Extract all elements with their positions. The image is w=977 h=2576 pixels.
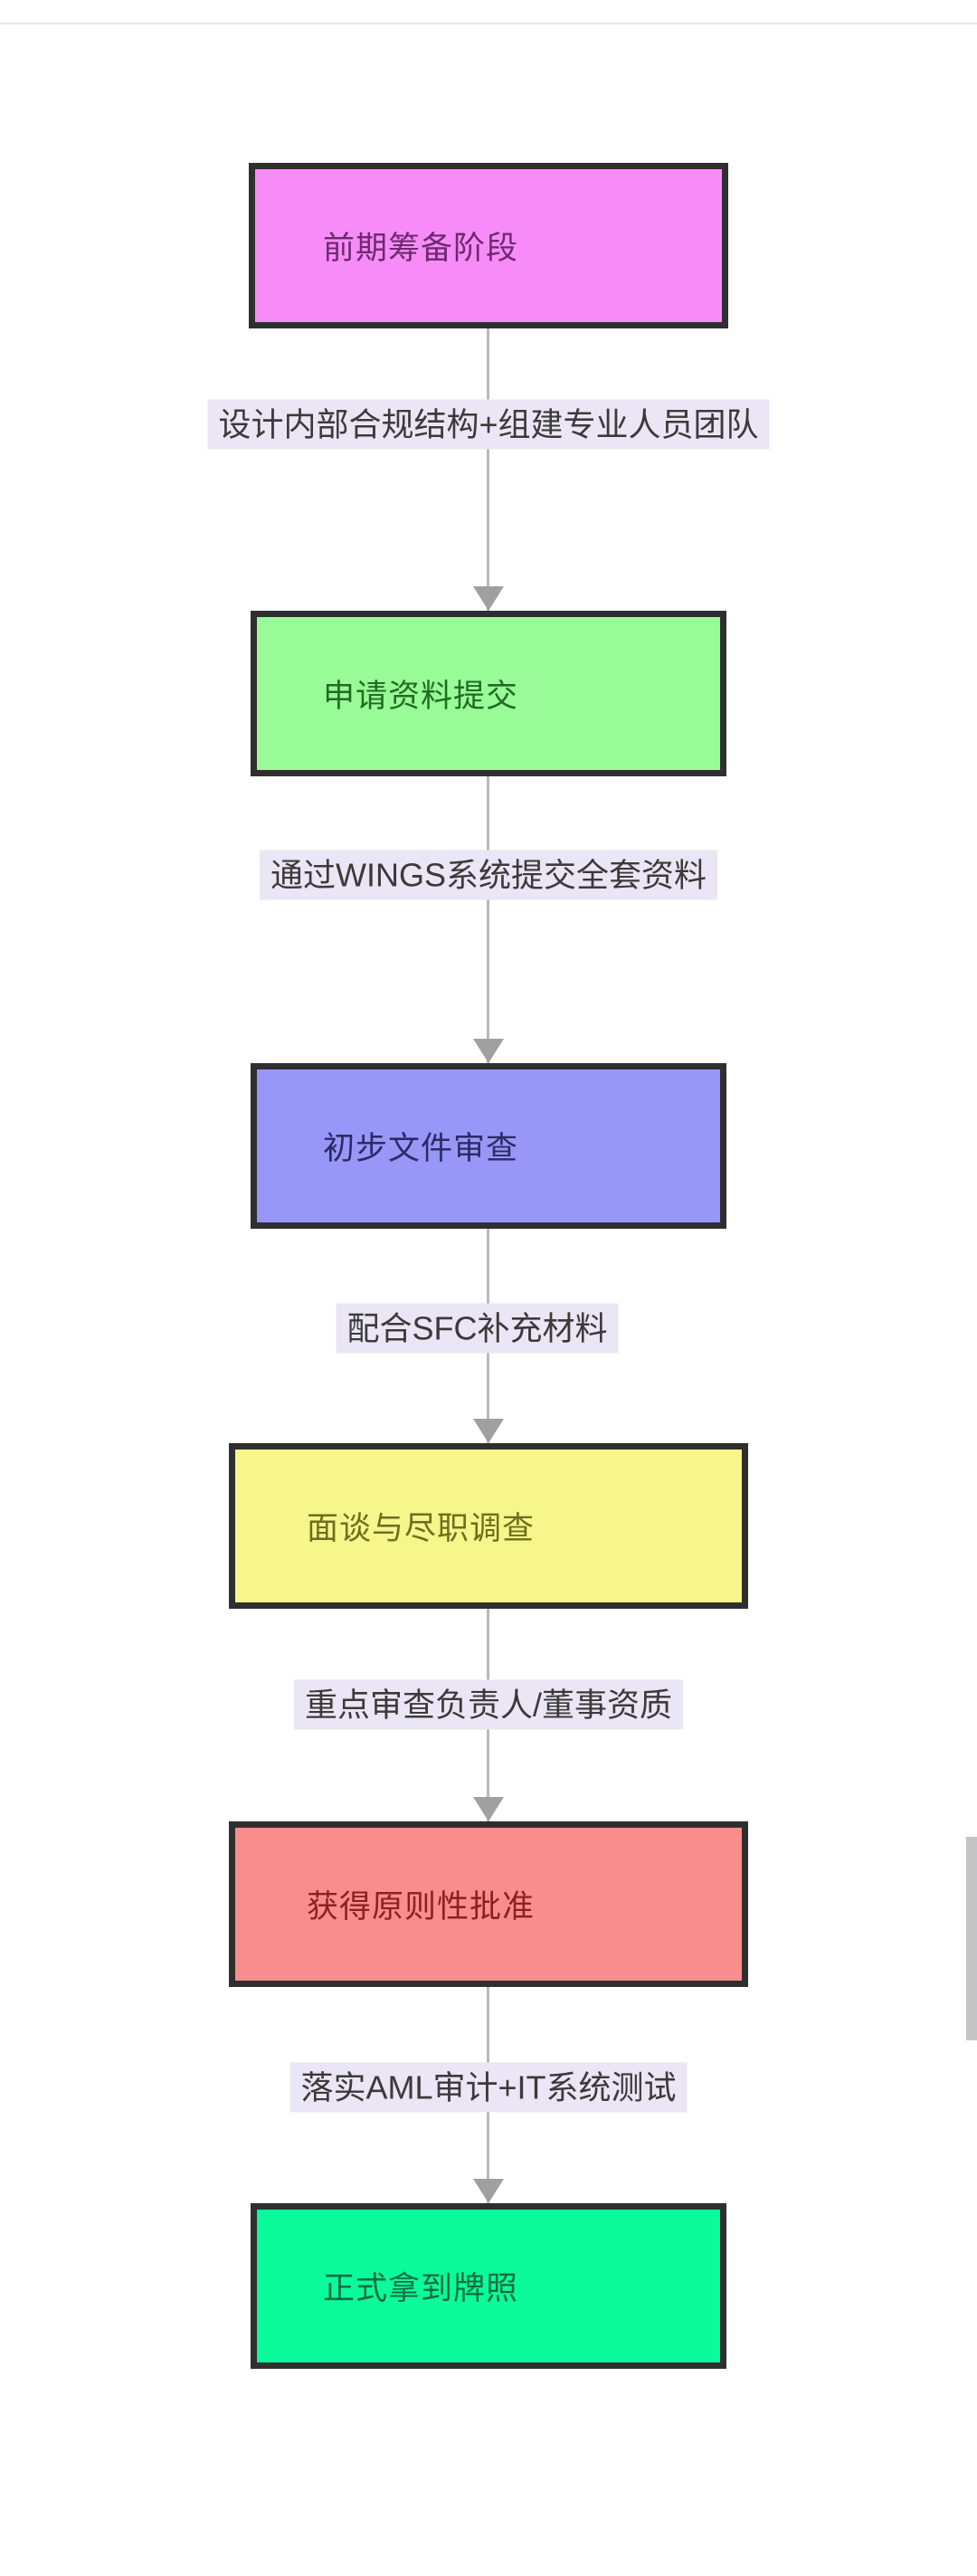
- node-label: 正式拿到牌照: [322, 2271, 518, 2306]
- node-label: 获得原则性批准: [306, 1889, 535, 1925]
- flowchart-node-application-submit: 申请资料提交: [251, 611, 726, 776]
- flowchart-node-interview-duediligence: 面谈与尽职调查: [229, 1443, 748, 1609]
- arrowhead-down-icon: [473, 1419, 504, 1443]
- flowchart-node-license-granted: 正式拿到牌照: [251, 2203, 726, 2369]
- edge-connector-2: [487, 776, 489, 1063]
- edge-label-3: 配合SFC补充材料: [336, 1303, 619, 1354]
- arrowhead-down-icon: [473, 1039, 504, 1063]
- arrowhead-down-icon: [473, 586, 504, 611]
- top-divider: [0, 23, 977, 24]
- flowchart-node-approval-in-principle: 获得原则性批准: [229, 1821, 748, 1987]
- edge-label-1: 设计内部合规结构+组建专业人员团队: [207, 399, 770, 450]
- arrowhead-down-icon: [473, 2179, 504, 2203]
- edge-label-2: 通过WINGS系统提交全套资料: [260, 850, 717, 900]
- node-label: 面谈与尽职调查: [306, 1511, 535, 1546]
- edge-label-4: 重点审查负责人/董事资质: [293, 1679, 684, 1730]
- flowchart-node-preparation: 前期筹备阶段: [249, 163, 728, 328]
- arrowhead-down-icon: [473, 1797, 504, 1821]
- edge-connector-1: [487, 328, 489, 611]
- scrollbar-thumb[interactable]: [966, 1837, 977, 2040]
- node-label: 申请资料提交: [322, 679, 518, 714]
- edge-label-5: 落实AML审计+IT系统测试: [289, 2062, 688, 2113]
- node-label: 初步文件审查: [322, 1131, 518, 1166]
- flowchart-node-document-review: 初步文件审查: [251, 1063, 726, 1229]
- node-label: 前期筹备阶段: [322, 231, 518, 266]
